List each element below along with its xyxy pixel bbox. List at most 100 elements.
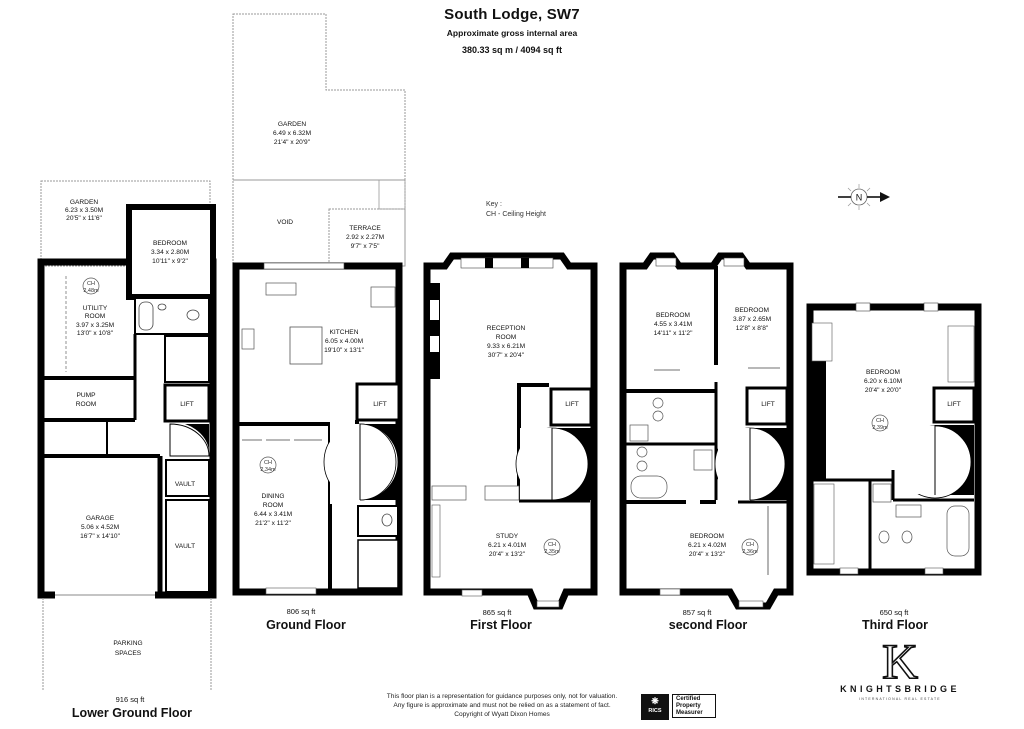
room-name-2: ROOM bbox=[76, 401, 97, 408]
brand-tagline: INTERNATIONAL REAL ESTATE bbox=[859, 697, 941, 701]
ceiling-height: 2.39m bbox=[872, 425, 888, 431]
room-metric: 3.34 x 2.80M bbox=[151, 249, 189, 256]
room-name: LIFT bbox=[947, 401, 961, 408]
room-name-2: ROOM bbox=[85, 313, 106, 320]
room-name: VOID bbox=[277, 219, 293, 226]
room-metric: 4.55 x 3.41M bbox=[654, 321, 692, 328]
key-title: Key : bbox=[486, 201, 502, 208]
room-name: STUDY bbox=[496, 533, 519, 540]
floor-area: 650 sq ft bbox=[880, 608, 910, 617]
room-name: BEDROOM bbox=[656, 312, 690, 319]
room-imperial: 20'4" x 20'0" bbox=[865, 387, 902, 394]
room-imperial: 21'4" x 20'9" bbox=[274, 139, 311, 146]
floor-area: 857 sq ft bbox=[683, 608, 713, 617]
room-imperial: 21'2" x 11'2" bbox=[255, 520, 291, 527]
room-name: LIFT bbox=[565, 401, 579, 408]
ground-floor-plan bbox=[232, 13, 406, 596]
room-metric: 2.92 x 2.27M bbox=[346, 234, 384, 241]
cpm-line-1: Certified bbox=[676, 696, 701, 702]
ceiling-height-prefix: CH bbox=[876, 418, 884, 424]
cpm-line-2: Property bbox=[676, 703, 701, 709]
key-entry: CH - Ceiling Height bbox=[486, 211, 546, 218]
room-name: VAULT bbox=[175, 481, 195, 488]
rics-emblem-icon: ❋ bbox=[651, 696, 659, 706]
room-metric: 6.05 x 4.00M bbox=[325, 338, 363, 345]
lower-ground-floor-plan bbox=[37, 180, 217, 690]
floor-area: 806 sq ft bbox=[287, 607, 317, 616]
room-name: BEDROOM bbox=[153, 240, 187, 247]
brand-monogram: K bbox=[882, 636, 918, 682]
room-name-2: ROOM bbox=[496, 334, 517, 341]
room-imperial: 19'10" x 13'1" bbox=[324, 347, 364, 354]
disclaimer: This floor plan is a representation for … bbox=[370, 692, 634, 719]
knightsbridge-monogram-logo: K bbox=[878, 632, 922, 690]
room-name: GARAGE bbox=[86, 515, 115, 522]
room-imperial: 20'5" x 11'6" bbox=[66, 215, 102, 222]
ceiling-height-prefix: CH bbox=[264, 460, 272, 466]
room-metric: 9.33 x 6.21M bbox=[487, 343, 525, 350]
room-imperial: 10'11" x 9'2" bbox=[152, 258, 188, 265]
disclaimer-line-3: Copyright of Wyatt Dixon Homes bbox=[454, 711, 550, 718]
floor-name: Third Floor bbox=[862, 618, 928, 632]
room-metric: 6.20 x 6.10M bbox=[864, 378, 902, 385]
ceiling-height-prefix: CH bbox=[87, 281, 95, 287]
room-imperial: 14'11" x 11'2" bbox=[654, 330, 694, 337]
room-metric: 6.44 x 3.41M bbox=[254, 511, 292, 518]
room-metric: 6.23 x 3.50M bbox=[65, 207, 103, 214]
cpm-line-3: Measurer bbox=[676, 710, 703, 716]
room-name: PARKING bbox=[113, 640, 142, 647]
ceiling-height: 2.36m bbox=[742, 549, 758, 555]
total-area: 380.33 sq m / 4094 sq ft bbox=[461, 45, 563, 55]
room-imperial: 13'0" x 10'8" bbox=[77, 330, 114, 337]
room-name: RECEPTION bbox=[487, 325, 526, 332]
disclaimer-line-2: Any figure is approximate and must not b… bbox=[393, 702, 611, 709]
room-imperial: 16'7" x 14'10" bbox=[80, 533, 120, 540]
room-metric: 3.97 x 3.25M bbox=[76, 322, 114, 329]
room-name: LIFT bbox=[761, 401, 775, 408]
ceiling-height: 2.35m bbox=[544, 549, 560, 555]
room-metric: 5.06 x 4.52M bbox=[81, 524, 119, 531]
room-name: PUMP bbox=[76, 392, 96, 399]
key-legend: Key : CH - Ceiling Height bbox=[486, 200, 546, 220]
room-metric: 6.21 x 4.01M bbox=[488, 542, 526, 549]
second-floor-plan bbox=[619, 252, 794, 610]
floor-area: 865 sq ft bbox=[483, 608, 513, 617]
room-imperial: 20'4" x 13'2" bbox=[689, 551, 726, 558]
ceiling-height-prefix: CH bbox=[746, 542, 754, 548]
room-imperial: 20'4" x 13'2" bbox=[489, 551, 526, 558]
rics-label: RICS bbox=[648, 708, 662, 714]
rics-logo: ❋ RICS bbox=[641, 694, 669, 720]
room-name: LIFT bbox=[373, 401, 387, 408]
property-title: South Lodge, SW7 bbox=[444, 6, 580, 23]
room-name-2: ROOM bbox=[263, 502, 284, 509]
ceiling-height: 2.34m bbox=[260, 467, 276, 473]
room-name: TERRACE bbox=[349, 225, 381, 232]
disclaimer-line-1: This floor plan is a representation for … bbox=[386, 693, 618, 700]
room-name: GARDEN bbox=[278, 121, 306, 128]
certified-property-measurer-badge: Certified Property Measurer bbox=[672, 694, 716, 718]
room-name: LIFT bbox=[180, 401, 194, 408]
room-name: BEDROOM bbox=[690, 533, 724, 540]
room-metric: 6.49 x 6.32M bbox=[273, 130, 311, 137]
floor-name: Lower Ground Floor bbox=[72, 706, 192, 720]
third-floor-plan bbox=[806, 302, 982, 576]
ceiling-height-prefix: CH bbox=[548, 542, 556, 548]
floor-name: First Floor bbox=[470, 618, 532, 632]
first-floor-plan bbox=[423, 252, 598, 610]
brand-name: KNIGHTSBRIDGE bbox=[840, 684, 960, 694]
room-imperial: 12'8" x 8'8" bbox=[736, 325, 769, 332]
room-metric: 3.87 x 2.65M bbox=[733, 316, 771, 323]
north-arrow-icon: N bbox=[834, 182, 892, 212]
room-name: DINING bbox=[261, 493, 284, 500]
floor-name: Ground Floor bbox=[266, 618, 346, 632]
room-name: BEDROOM bbox=[735, 307, 769, 314]
floor-area: 916 sq ft bbox=[116, 695, 146, 704]
ceiling-height: 2.48m bbox=[83, 288, 99, 294]
room-name: VAULT bbox=[175, 543, 195, 550]
floor-name: second Floor bbox=[669, 618, 748, 632]
room-name-2: SPACES bbox=[115, 650, 142, 657]
room-imperial: 9'7" x 7'5" bbox=[351, 243, 380, 250]
room-name: UTILITY bbox=[83, 305, 108, 312]
room-name: KITCHEN bbox=[330, 329, 359, 336]
